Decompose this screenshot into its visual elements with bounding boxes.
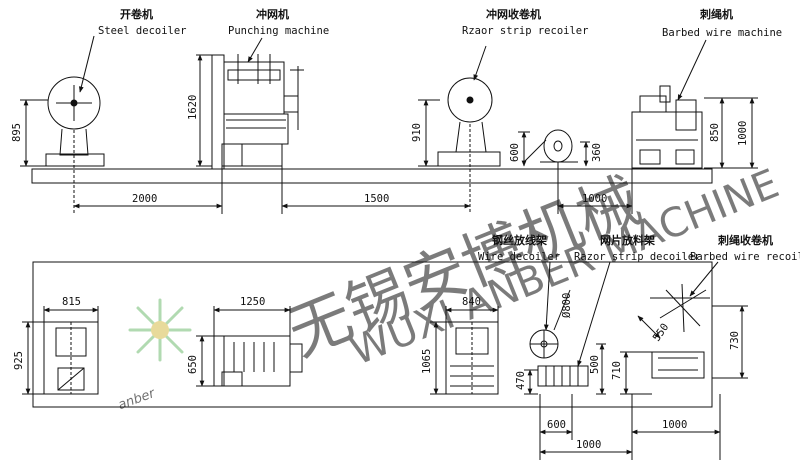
top-dim-text: 895 1620 910 600 360 850 1000 2000 1500 … — [11, 95, 749, 205]
anber-logo: anber — [116, 298, 192, 414]
floor-base — [31, 168, 713, 184]
dim-910: 910 — [411, 123, 423, 142]
punching-en: Punching machine — [228, 25, 329, 37]
dim-360: 360 — [591, 143, 603, 162]
dim-815: 815 — [62, 296, 81, 308]
barbed-en: Barbed wire machine — [662, 27, 782, 39]
razor-recoiler-cn: 冲网收卷机 — [486, 7, 541, 21]
barbed-recoiler-en: Barbed wire recoiler — [690, 251, 800, 263]
dim-850: 850 — [709, 123, 721, 142]
punching-machine — [211, 37, 304, 170]
razor-strip-recoiler — [437, 45, 578, 167]
barbed-wire-machine — [631, 39, 716, 169]
watermark: 无锡安博机械 WUXI ANBER MACHINE — [278, 161, 785, 375]
logo-center-icon — [151, 321, 169, 339]
horizontal-dims-top — [73, 124, 633, 214]
bottom-labels: 钢丝放线架 Wire decoiler 网片放料架 Razor strip de… — [478, 233, 800, 263]
steel-decoiler-en: Steel decoiler — [98, 25, 187, 37]
steel-decoiler — [45, 35, 105, 167]
razor-decoiler-en: Razor strip decoiler — [574, 251, 700, 263]
dim-470: 470 — [515, 371, 527, 390]
horizontal-dims-bottom — [539, 394, 721, 460]
dim-1000-v: 1000 — [737, 121, 749, 146]
wire-decoiler-cn: 钢丝放线架 — [492, 233, 547, 247]
dim-1000-b2: 1000 — [662, 419, 687, 431]
punching-cn: 冲网机 — [256, 7, 289, 21]
top-labels: 开卷机 Steel decoiler 冲网机 Punching machine … — [98, 7, 782, 39]
wire-decoiler-plan — [529, 261, 571, 359]
barbed-recoiler-cn: 刺绳收卷机 — [717, 233, 773, 247]
steel-decoiler-plan — [22, 306, 99, 395]
wire-decoiler-en: Wire decoiler — [478, 251, 560, 263]
razor-decoiler-plan — [524, 261, 611, 395]
dim-650: 650 — [187, 355, 199, 374]
dim-d800: Ø800 — [561, 293, 573, 318]
dim-730: 730 — [729, 331, 741, 350]
barbed-recoiler-plan — [620, 261, 748, 395]
dim-1620: 1620 — [187, 95, 199, 120]
razor-decoiler-cn: 网片放料架 — [600, 233, 655, 247]
punching-machine-plan — [196, 306, 303, 387]
barbed-cn: 刺绳机 — [699, 7, 733, 21]
elevation-view — [20, 35, 758, 214]
dim-840: 840 — [462, 296, 481, 308]
dim-710: 710 — [611, 361, 623, 380]
dim-1000-b1: 1000 — [576, 439, 601, 451]
razor-recoiler-en: Rzaor strip recoiler — [462, 25, 588, 37]
dim-1250: 1250 — [240, 296, 265, 308]
plan-view — [22, 261, 748, 460]
plan-frame — [32, 261, 713, 408]
dim-600-b: 600 — [547, 419, 566, 431]
steel-decoiler-cn: 开卷机 — [120, 7, 153, 21]
dim-600: 600 — [509, 143, 521, 162]
dim-1500: 1500 — [364, 193, 389, 205]
vertical-dims-top — [20, 54, 758, 169]
dim-2000: 2000 — [132, 193, 157, 205]
dim-1065: 1065 — [421, 349, 433, 374]
bottom-dim-text: 815 1250 840 925 650 1065 Ø800 470 500 7… — [13, 293, 741, 451]
dim-895: 895 — [11, 123, 23, 142]
dim-1000-top: 1000 — [582, 193, 607, 205]
logo-text: anber — [116, 386, 158, 414]
dim-500: 500 — [589, 355, 601, 374]
dim-925: 925 — [13, 351, 25, 370]
razor-recoiler-plan — [430, 306, 499, 395]
dim-550: 550 — [651, 321, 672, 343]
